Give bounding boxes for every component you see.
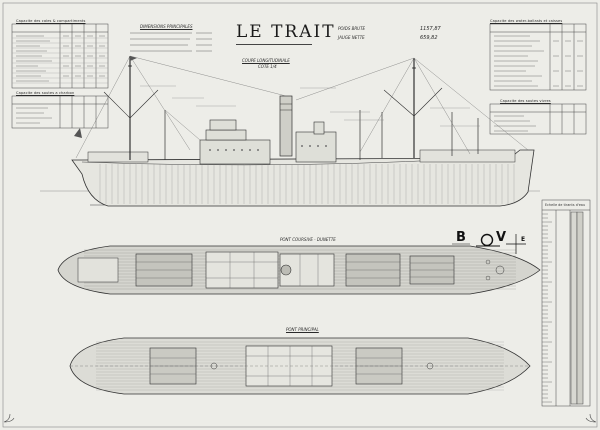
hull-profile (71, 149, 535, 207)
bove-letter-b: B (456, 230, 466, 245)
table-provision-stores (489, 103, 587, 135)
upper-deck-label: Pont coursive - Dunette (280, 237, 336, 242)
table-ballast-tanks (489, 23, 587, 91)
drawing-title: LE TRAIT (236, 22, 336, 42)
draft-scale-ticks (542, 213, 552, 403)
table-provision-title: Capacite des soutes vivres (500, 99, 551, 103)
table-hold-capacities (11, 23, 109, 89)
table-ballast-title: Capacite des water-ballasts et caisses (490, 19, 563, 23)
main-deck-label: Pont principal (286, 327, 319, 332)
table-hold-title: Capacite des cales & compartiments (16, 19, 86, 23)
dimensions-header: Dimensions principales (140, 24, 193, 29)
net-weight-label: Jauge nette (338, 35, 365, 40)
elevation-scale: Cote 1/4 (258, 64, 277, 69)
bove-letter-v: V (496, 230, 507, 245)
bove-letter-e: E (521, 236, 526, 243)
draft-scale-table (541, 199, 591, 407)
net-weight-value: 659,82 (420, 35, 438, 41)
corner-ornament-bl (3, 413, 15, 423)
gross-weight-label: Poids brute (338, 26, 366, 31)
gross-weight-value: 1157,87 (420, 26, 441, 32)
funnel (279, 95, 293, 157)
title-underline (236, 44, 312, 45)
upper-deck-plan (57, 245, 541, 295)
corner-ornament-br (585, 413, 597, 423)
draft-scale-title: Echelle de tirants d'eau (545, 203, 586, 207)
table-coal-title: Capacite des soutes a charbon (16, 91, 75, 95)
bove-symbol (452, 233, 526, 254)
dimensions-list (130, 32, 212, 52)
table-coal-bunkers (11, 95, 109, 129)
main-deck-plan (69, 337, 531, 395)
elevation-label: Coupe longitudinale (242, 58, 290, 63)
elevation-view (40, 55, 540, 207)
